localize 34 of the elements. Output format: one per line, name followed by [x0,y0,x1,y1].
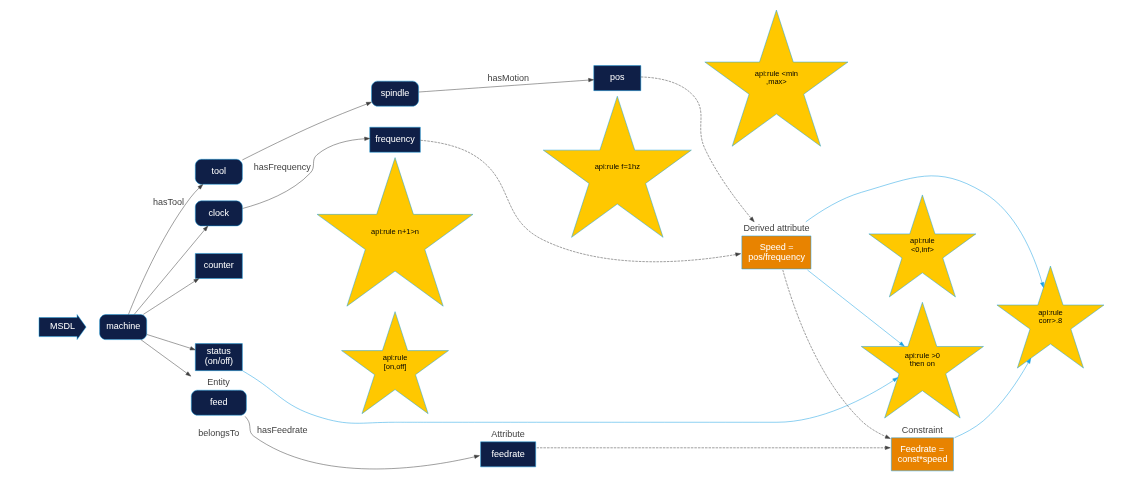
arrow [127,184,203,315]
arrow [241,370,898,424]
node-box: clock [194,200,243,227]
node-label: Constraint [901,424,943,435]
arrow [133,225,208,315]
node-label: Attribute [490,428,525,439]
node-box: spindle [370,80,419,107]
arrow [782,269,891,439]
arrow [640,76,754,223]
arrow [417,78,594,93]
edge-label: hasFrequency [253,161,311,172]
arrow [241,101,372,161]
node-box: counter [194,253,243,279]
arrow [241,136,370,209]
node-label: Derived attribute [743,223,810,234]
arrow [140,339,191,377]
arrow [805,175,1044,288]
node-box: tool [194,159,243,185]
node-box: status (on/off) [194,343,243,371]
arrow [953,358,1031,438]
arrow [419,140,741,262]
edge-label: hasFeedrate [256,425,307,436]
node-box: pos [593,65,641,91]
arrow [142,278,199,315]
label: belongsTo [197,428,239,439]
node-box: machine [98,314,147,340]
arrow [244,416,480,470]
arrow [536,445,891,450]
node-box: frequency [369,126,421,153]
edge-label: hasMotion [486,73,529,84]
node-label: Entity [206,377,230,388]
edge-label: hasTool [152,197,184,208]
arrow [806,269,905,347]
arrow [146,334,195,351]
